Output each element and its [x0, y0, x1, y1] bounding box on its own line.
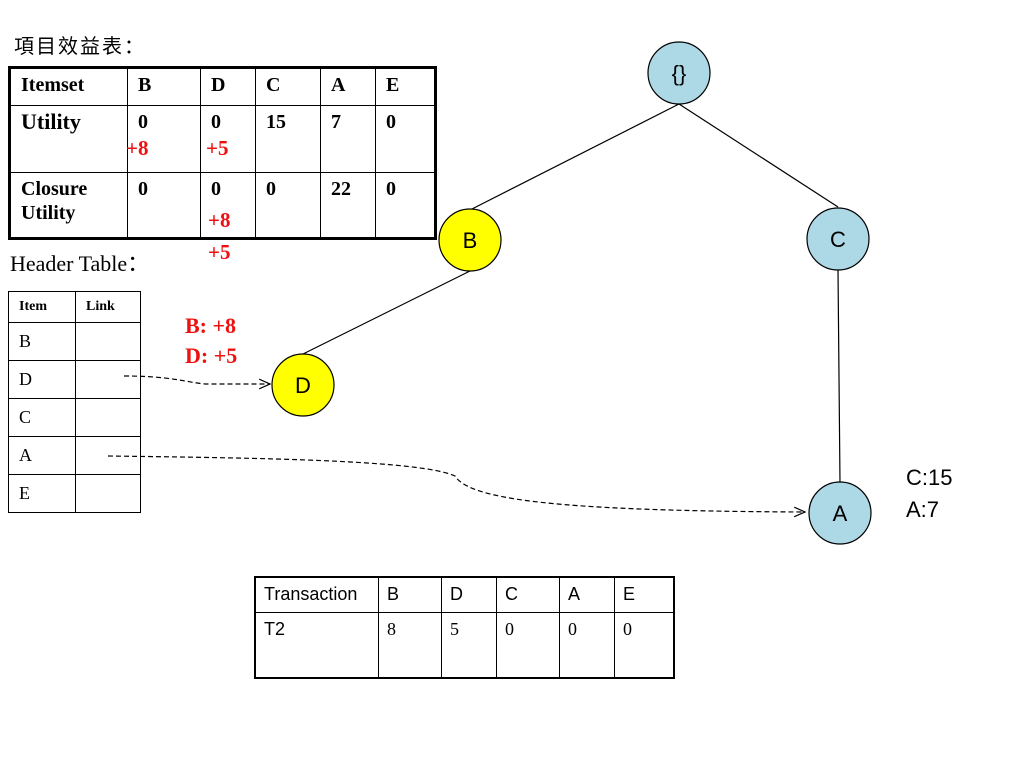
header-item-b: B: [8, 322, 76, 361]
annotation-d-increment: D: +5: [185, 343, 237, 368]
tree-node-d: D: [271, 353, 335, 417]
header-cell-e: E: [375, 67, 436, 106]
header-link-c: [75, 398, 141, 437]
header-col-item: Item: [8, 291, 76, 323]
edge-root-b: [469, 103, 680, 211]
closure-label-line1: Closure: [21, 178, 88, 200]
header-row-c: C: [8, 398, 141, 437]
utility-value-d: 0: [211, 111, 221, 133]
tree-node-root-label: {}: [672, 61, 687, 86]
closure-increment-d-2: +5: [208, 240, 231, 264]
utility-cell-b: 0: [127, 105, 201, 173]
tx-header-c: C: [496, 576, 560, 613]
utility-cell-a: 7: [320, 105, 376, 173]
edge-c-a: [837, 269, 841, 484]
utility-table-title: 項目效益表：: [14, 34, 146, 58]
header-table: Item Link B D C A E: [8, 291, 141, 513]
utility-increment-b: +8: [126, 136, 149, 160]
utility-value-b: 0: [138, 111, 148, 133]
transaction-header-row: Transaction B D C A E: [254, 576, 675, 613]
tx-value-a: 0: [559, 612, 615, 679]
tree-node-c: C: [806, 207, 870, 271]
header-link-e: [75, 474, 141, 513]
tx-header-transaction: Transaction: [254, 576, 379, 613]
tree-node-a: A: [808, 481, 872, 545]
closure-cell-d: 0: [200, 172, 256, 239]
header-row-d: D: [8, 360, 141, 399]
closure-increment-d-1: +8: [208, 208, 231, 232]
tree-node-c-label: C: [830, 227, 846, 252]
header-link-d: [75, 360, 141, 399]
closure-utility-row: Closure Utility 0 0 0 22 0: [9, 172, 436, 239]
utility-table: Itemset B D C A E Utility 0 0 15 7 0 Clo…: [8, 66, 437, 240]
closure-cell-a: 22: [320, 172, 376, 239]
annotation-b-increment: B: +8: [185, 313, 236, 338]
tx-value-d: 5: [441, 612, 497, 679]
header-cell-itemset: Itemset: [9, 67, 128, 106]
utility-cell-c: 15: [255, 105, 321, 173]
tx-header-d: D: [441, 576, 497, 613]
annotation-c-count: C:15: [906, 465, 952, 490]
node-link-a: [107, 455, 805, 512]
header-row-a: A: [8, 436, 141, 475]
tx-value-c: 0: [496, 612, 560, 679]
tree-node-a-label: A: [833, 501, 848, 526]
tx-header-e: E: [614, 576, 675, 613]
utility-cell-d: 0: [200, 105, 256, 173]
transaction-row-t2: T2 8 5 0 0 0: [254, 612, 675, 679]
header-row-e: E: [8, 474, 141, 513]
header-row-b: B: [8, 322, 141, 361]
closure-utility-label: Closure Utility: [9, 172, 128, 239]
utility-cell-e: 0: [375, 105, 436, 173]
header-table-title: Header Table：: [10, 251, 150, 276]
tx-value-e: 0: [614, 612, 675, 679]
closure-label-line2: Utility: [21, 202, 76, 224]
tree-node-b-label: B: [463, 228, 478, 253]
tree-node-root: {}: [647, 41, 711, 105]
edge-b-d: [302, 270, 471, 355]
utility-table-header-row: Itemset B D C A E: [9, 67, 436, 106]
tx-header-b: B: [378, 576, 442, 613]
transaction-table: Transaction B D C A E T2 8 5 0 0 0: [254, 576, 675, 679]
utility-increment-d: +5: [206, 136, 229, 160]
tx-header-a: A: [559, 576, 615, 613]
utility-label: Utility: [9, 105, 128, 173]
header-item-a: A: [8, 436, 76, 475]
node-link-d: [123, 375, 270, 384]
closure-cell-e: 0: [375, 172, 436, 239]
tx-value-b: 8: [378, 612, 442, 679]
edge-root-c: [678, 103, 839, 208]
annotation-a-count: A:7: [906, 497, 939, 522]
tx-id: T2: [254, 612, 379, 679]
closure-cell-c: 0: [255, 172, 321, 239]
utility-row: Utility 0 0 15 7 0: [9, 105, 436, 173]
tree-node-b: B: [438, 208, 502, 272]
header-item-e: E: [8, 474, 76, 513]
header-item-c: C: [8, 398, 76, 437]
tree-node-d-label: D: [295, 373, 311, 398]
